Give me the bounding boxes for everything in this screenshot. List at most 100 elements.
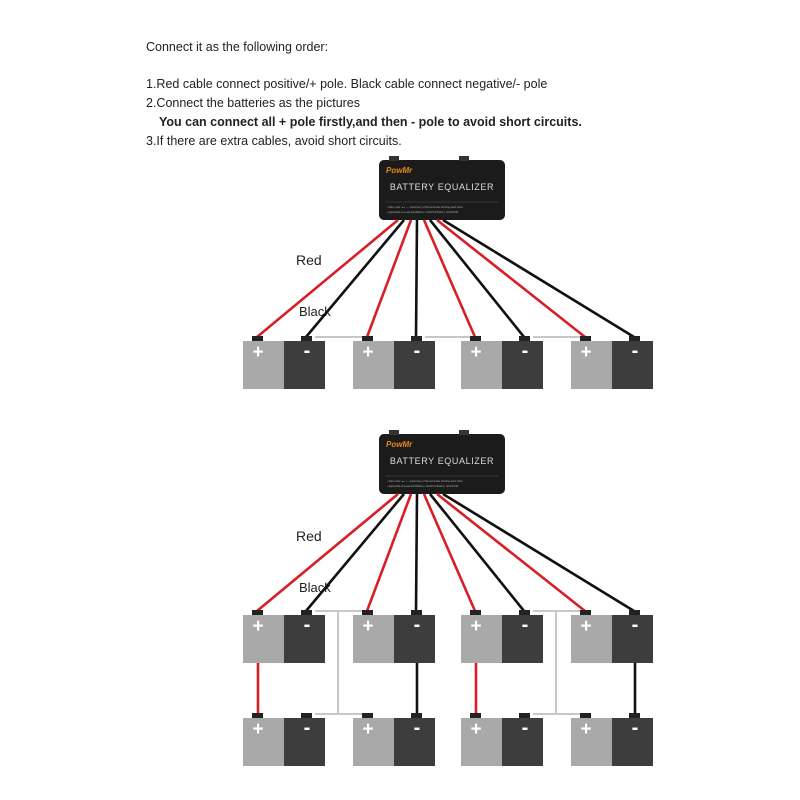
battery-top-3: +-: [461, 610, 543, 663]
battery-2: +-: [353, 336, 435, 389]
battery-bottom-2: +-: [353, 713, 435, 766]
battery-body-right: [502, 615, 543, 663]
terminal-negative: [301, 610, 312, 616]
battery-body-left: [353, 615, 394, 663]
plus-sign: +: [470, 342, 481, 363]
plus-sign: +: [580, 342, 591, 363]
terminal-positive: [252, 610, 263, 616]
battery-body-left: [571, 341, 612, 389]
minus-sign: -: [522, 340, 529, 362]
terminal-positive: [252, 336, 263, 342]
fine-print-line-2: • Applicable to Lead-acid Battery, LiFeP…: [387, 484, 458, 488]
black-wire: [414, 219, 419, 338]
fine-print-line-2: • Applicable to Lead-acid Battery, LiFeP…: [387, 210, 458, 214]
battery-body-right: [612, 615, 653, 663]
terminal-positive: [470, 713, 481, 719]
battery-3: +-: [461, 336, 543, 389]
battery-body-right: [394, 615, 435, 663]
terminal-negative: [301, 336, 312, 342]
terminal-negative: [519, 610, 530, 616]
equalizer-body: [379, 434, 505, 494]
terminal-positive: [580, 610, 591, 616]
red-wire-label: Red: [296, 528, 322, 544]
red-wire: [436, 492, 586, 613]
instruction-step-1: 1.Red cable connect positive/+ pole. Bla…: [146, 77, 548, 91]
red-wire: [256, 492, 399, 613]
equalizer-body: [379, 160, 505, 220]
battery-body-left: [243, 718, 284, 766]
minus-sign: -: [522, 717, 529, 739]
terminal-positive: [470, 336, 481, 342]
red-wire: [422, 219, 477, 338]
brand-logo: PowMr: [386, 440, 413, 449]
plus-sign: +: [362, 719, 373, 740]
battery-top-4: +-: [571, 610, 653, 663]
battery-body-left: [353, 718, 394, 766]
plus-sign: +: [362, 342, 373, 363]
black-wire: [305, 493, 405, 612]
battery-body-right: [502, 341, 543, 389]
battery-body-right: [284, 718, 325, 766]
instruction-step-2-note: You can connect all + pole firstly,and t…: [159, 115, 582, 129]
mount-tab: [389, 430, 399, 435]
terminal-negative: [629, 336, 640, 342]
minus-sign: -: [414, 614, 421, 636]
minus-sign: -: [414, 340, 421, 362]
terminal-negative: [629, 610, 640, 616]
brand-logo: PowMr: [386, 166, 413, 175]
battery-body-left: [461, 341, 502, 389]
black-wire: [428, 219, 526, 338]
minus-sign: -: [632, 717, 639, 739]
terminal-negative: [411, 713, 422, 719]
black-wire: [305, 219, 405, 338]
battery-bottom-1: +-: [243, 713, 325, 766]
plus-sign: +: [362, 616, 373, 637]
minus-sign: -: [304, 340, 311, 362]
minus-sign: -: [632, 614, 639, 636]
battery-body-right: [284, 615, 325, 663]
battery-body-left: [353, 341, 394, 389]
battery-body-right: [502, 718, 543, 766]
black-wire: [442, 492, 635, 613]
red-wire: [436, 218, 586, 339]
battery-body-right: [284, 341, 325, 389]
battery-body-right: [612, 341, 653, 389]
terminal-negative: [629, 713, 640, 719]
battery-bottom-4: +-: [571, 713, 653, 766]
battery-4: +-: [571, 336, 653, 389]
terminal-positive: [580, 713, 591, 719]
device-name: BATTERY EQUALIZER: [390, 182, 494, 192]
terminal-positive: [470, 610, 481, 616]
battery-body-right: [394, 718, 435, 766]
battery-body-left: [571, 615, 612, 663]
terminal-positive: [362, 610, 373, 616]
mount-tab: [459, 430, 469, 435]
battery-body-left: [461, 615, 502, 663]
mount-tab: [459, 156, 469, 161]
terminal-negative: [519, 713, 530, 719]
battery-1: +-: [243, 336, 325, 389]
instructions: Connect it as the following order: 1.Red…: [146, 38, 582, 151]
battery-top-2: +-: [353, 610, 435, 663]
plus-sign: +: [470, 719, 481, 740]
red-wire: [256, 218, 399, 339]
red-wire: [365, 493, 413, 612]
plus-sign: +: [470, 616, 481, 637]
terminal-positive: [580, 336, 591, 342]
red-wire-label: Red: [296, 252, 322, 268]
instructions-heading: Connect it as the following order:: [146, 40, 329, 54]
red-wire: [365, 219, 413, 338]
plus-sign: +: [252, 616, 263, 637]
battery-body-left: [461, 718, 502, 766]
plus-sign: +: [580, 616, 591, 637]
battery-bottom-3: +-: [461, 713, 543, 766]
plus-sign: +: [580, 719, 591, 740]
battery-body-left: [243, 615, 284, 663]
minus-sign: -: [522, 614, 529, 636]
minus-sign: -: [414, 717, 421, 739]
red-wire: [422, 493, 477, 612]
